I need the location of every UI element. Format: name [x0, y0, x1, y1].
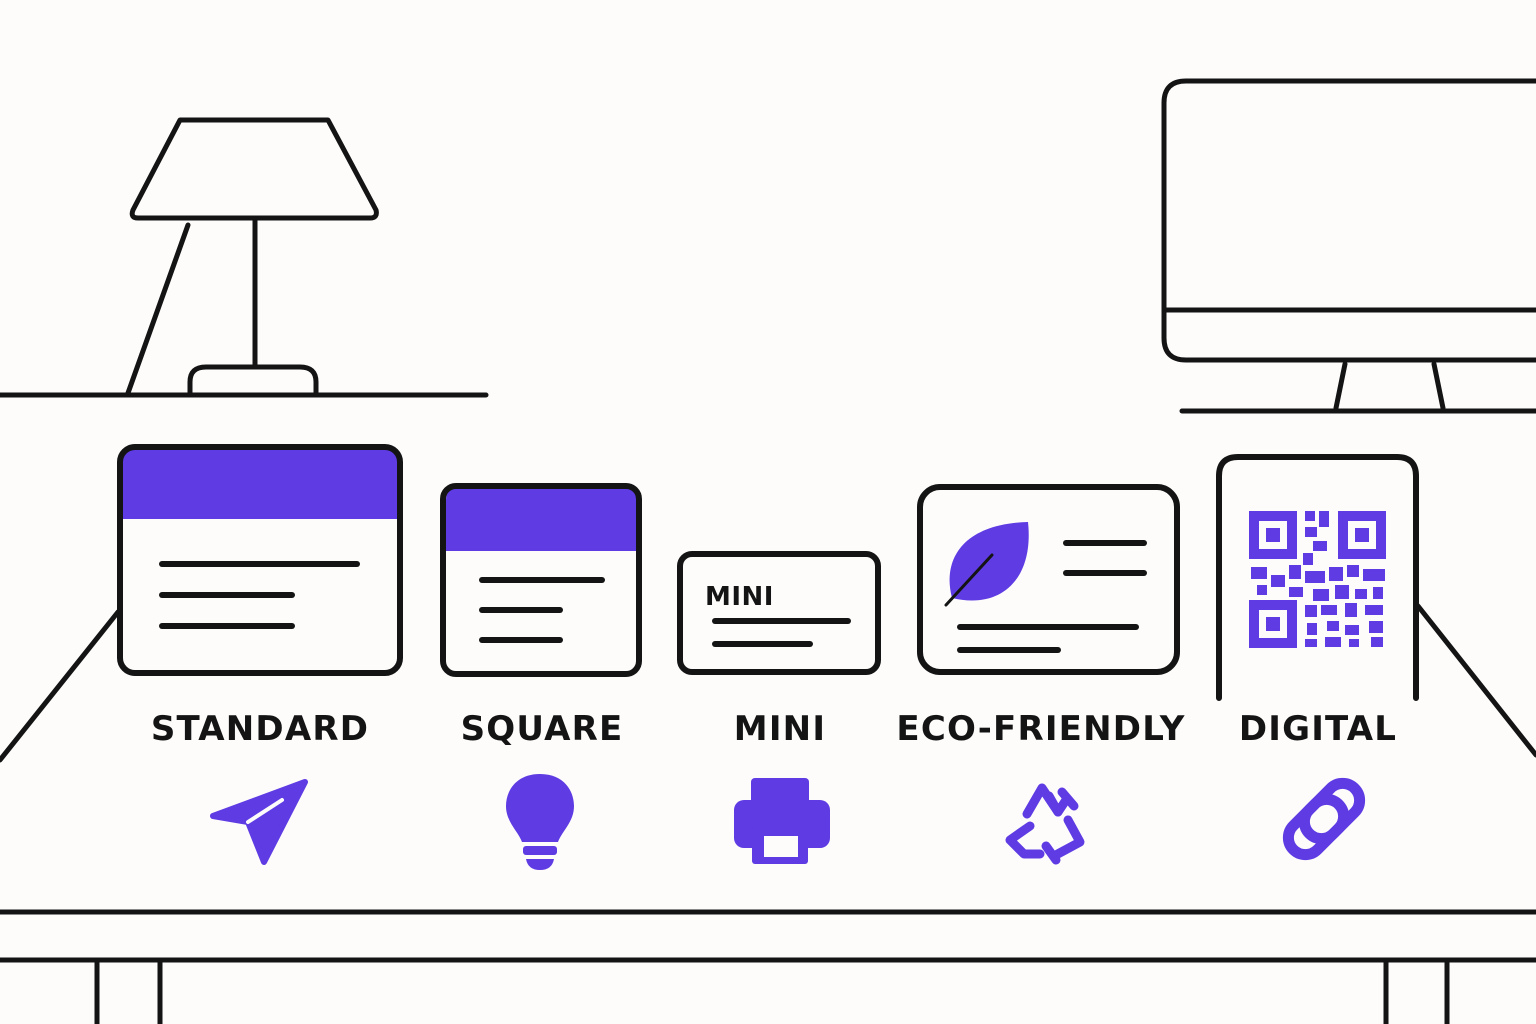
- lightbulb-icon: [506, 774, 574, 870]
- label-mini: MINI: [734, 709, 826, 749]
- qr-code-icon: [1249, 511, 1386, 648]
- label-digital: DIGITAL: [1239, 709, 1397, 749]
- card-square[interactable]: [440, 483, 642, 677]
- label-standard: STANDARD: [151, 709, 369, 749]
- card-eco-friendly[interactable]: [917, 484, 1180, 675]
- lamp-icon: [125, 117, 379, 396]
- paper-plane-icon: [210, 779, 308, 865]
- desk: [0, 603, 1536, 1024]
- recycle-icon: [1005, 783, 1085, 865]
- label-square: SQUARE: [461, 709, 624, 749]
- link-icon: [1282, 777, 1366, 861]
- mini-card-text: MINI: [705, 582, 774, 612]
- card-digital[interactable]: [1216, 454, 1419, 701]
- card-standard[interactable]: [117, 444, 403, 676]
- label-eco-friendly: ECO-FRIENDLY: [896, 709, 1185, 749]
- monitor-icon: [1161, 78, 1536, 414]
- card-mini[interactable]: MINI: [677, 551, 881, 675]
- printer-icon: [734, 778, 830, 864]
